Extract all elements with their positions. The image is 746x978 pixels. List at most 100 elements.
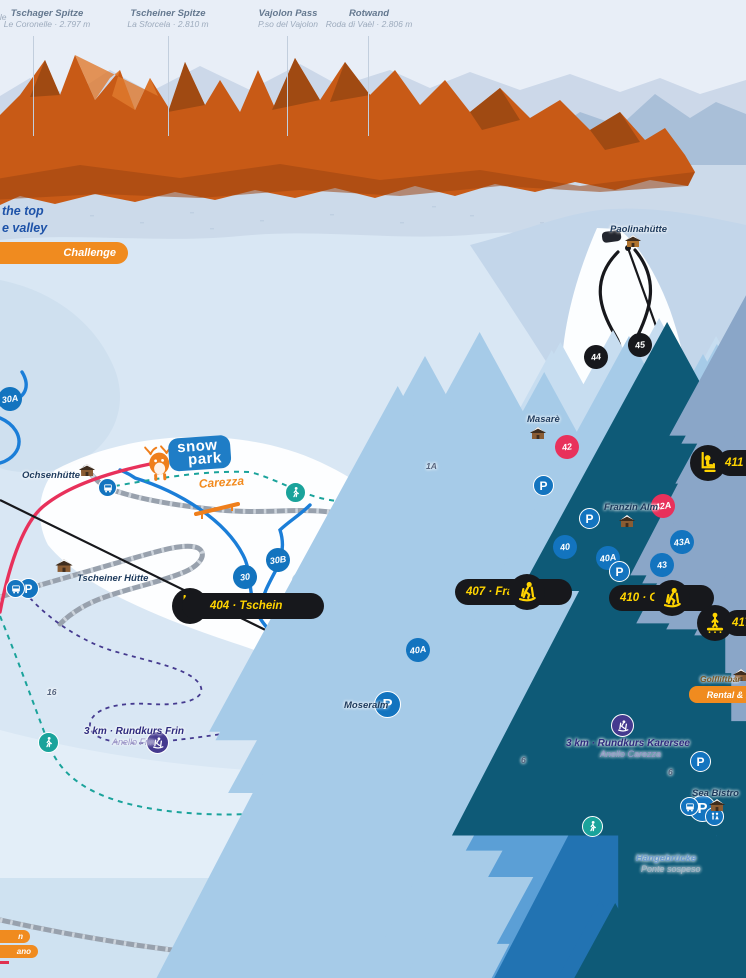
rental-depot-label: Rental & Depot (706, 689, 746, 700)
hut-icon (619, 515, 635, 527)
lift-lines (0, 247, 746, 696)
scree-speckles (90, 206, 664, 230)
magic-carpet-icon (706, 612, 724, 634)
clipped-badge: n (0, 930, 30, 943)
hut-label-ochsenhuette: Ochsenhütte (22, 470, 81, 481)
trail-label-16: 16 (47, 687, 57, 697)
parking-icon[interactable]: P (533, 475, 554, 496)
cross-country-icon[interactable] (611, 714, 634, 737)
skier-icon (518, 581, 536, 602)
banner-line1: the top (2, 204, 44, 218)
hut-label-moseralm: Moseralm (344, 700, 389, 711)
lift-417-label: 417 · (732, 617, 746, 629)
banner-line2: e valley (2, 221, 48, 235)
trail-label-6: 6 (668, 767, 673, 777)
xc-loop-karersee-sub: Anello Carezza (600, 749, 662, 759)
peak-label: Tscheiner Spitze La Sforcela · 2.810 m (127, 8, 208, 29)
cross-country-icon[interactable] (146, 731, 169, 754)
lift-terminal-shapes (679, 513, 732, 529)
hut-icon (733, 669, 746, 681)
hut-label-tscheiner: Tscheiner Hütte (77, 573, 149, 584)
roads (0, 465, 746, 964)
snowpark-features (194, 502, 328, 590)
hut-icon (79, 464, 95, 476)
snowpark-wordmark: snow park (167, 434, 232, 472)
challenge-button-label: Challenge (63, 247, 116, 259)
hiking-icon[interactable] (38, 732, 59, 753)
trail-label-1a: 1A (426, 461, 437, 471)
chairlift-icon (701, 452, 716, 472)
peak-tick (168, 36, 169, 136)
lift-station-dots (385, 245, 742, 694)
bus-icon[interactable] (98, 478, 117, 497)
moose-mascot-icon (144, 445, 175, 481)
bus-icon[interactable] (6, 579, 25, 598)
piste-badge-30A: 30A (0, 385, 24, 413)
hut-label-masare: Masarè (527, 414, 560, 425)
lift-411-pill[interactable]: 411 · (717, 450, 746, 476)
piste-badge-43A: 43A (668, 528, 696, 556)
xc-loop-frin-sub: Anello Frin (112, 737, 156, 747)
hut-label-franzin-alm: Franzin Alm (604, 502, 659, 513)
challenge-button[interactable]: Challenge (0, 242, 128, 264)
hut-icon (625, 235, 641, 247)
bus-icon[interactable] (680, 797, 699, 816)
trees-pale (275, 318, 746, 978)
lift-410-icon[interactable] (654, 580, 690, 616)
peak-label: Vajolon Pass P.so del Vajolon (258, 8, 318, 29)
piste-badge-44: 44 (582, 343, 610, 371)
peak-name: Rotwand (348, 8, 390, 19)
clipped-red-piste (0, 961, 9, 964)
snowpark-logo: snow park Carezza (144, 432, 279, 513)
trees-mid (197, 404, 746, 978)
hut-icon (55, 559, 73, 572)
xc-loop-karersee-title: 3 km · Rundkurs Karersee (566, 738, 690, 749)
lift-417-icon[interactable] (697, 605, 733, 641)
xc-loop-frin-title: 3 km · Rundkurs Frin (84, 726, 185, 737)
peak-tick (33, 36, 34, 136)
lift-407-icon[interactable] (509, 574, 545, 610)
rental-depot-badge[interactable]: Rental & Depot (689, 686, 746, 703)
hut-label-golfliftbar: Golfliftbar (700, 674, 741, 684)
peak-label-partial: lle (0, 12, 7, 22)
peak-name: Vajolon Pass (258, 8, 318, 19)
peak-tick (287, 36, 288, 136)
hut-label-paolinahuette: Paolinahütte (610, 224, 668, 235)
hut-icon (709, 799, 725, 811)
piste-badge-30B: 30B (264, 546, 292, 574)
parking-icon[interactable]: P (609, 561, 630, 582)
lift-404-pill[interactable]: 404 · Tschein (182, 593, 324, 619)
peak-label: Tschager Spitze Le Coronelle · 2.797 m (4, 8, 90, 29)
parking-icon[interactable]: P (690, 751, 711, 772)
parking-icon[interactable]: P (579, 508, 600, 529)
piste-badge-42: 42 (553, 433, 581, 461)
bridge-label-de: Hängebrücke (636, 853, 697, 864)
peak-subtitle: La Sforcela · 2.810 m (127, 19, 209, 29)
peak-subtitle: P.so del Vajolon (257, 19, 319, 29)
rosengarten-massif (0, 55, 695, 205)
peak-name: Tschager Spitze (10, 8, 84, 19)
parking-icon[interactable]: P (374, 691, 401, 718)
blue-pistes (0, 370, 746, 692)
bridge-label-it: Ponte sospeso (641, 864, 701, 874)
lift-404-label: 404 · Tschein (210, 600, 283, 612)
trail-label-6: 6 (521, 755, 526, 765)
piste-badge-43: 43 (648, 551, 676, 579)
snowpark-script: Carezza (198, 473, 245, 491)
piste-badge-30: 30 (231, 563, 259, 591)
sky (0, 0, 746, 230)
lift-411-label: 411 · (725, 457, 746, 469)
clipped-badge: ano (0, 945, 38, 958)
hiking-icon[interactable] (582, 816, 603, 837)
piste-badge-45: 45 (626, 331, 654, 359)
peak-label: Rotwand Roda di Vaèl · 2.806 m (326, 8, 413, 29)
skier-icon (663, 587, 681, 608)
peak-tick (368, 36, 369, 136)
peak-name: Tscheiner Spitze (130, 8, 206, 19)
hiking-trails (0, 466, 746, 881)
lift-417-pill[interactable]: 417 · (724, 610, 746, 636)
hiking-icon[interactable] (285, 482, 306, 503)
hut-label-sea-bistro: Sea Bistro (692, 788, 739, 799)
hut-icon (530, 427, 546, 439)
piste-badge-40: 40 (551, 533, 579, 561)
